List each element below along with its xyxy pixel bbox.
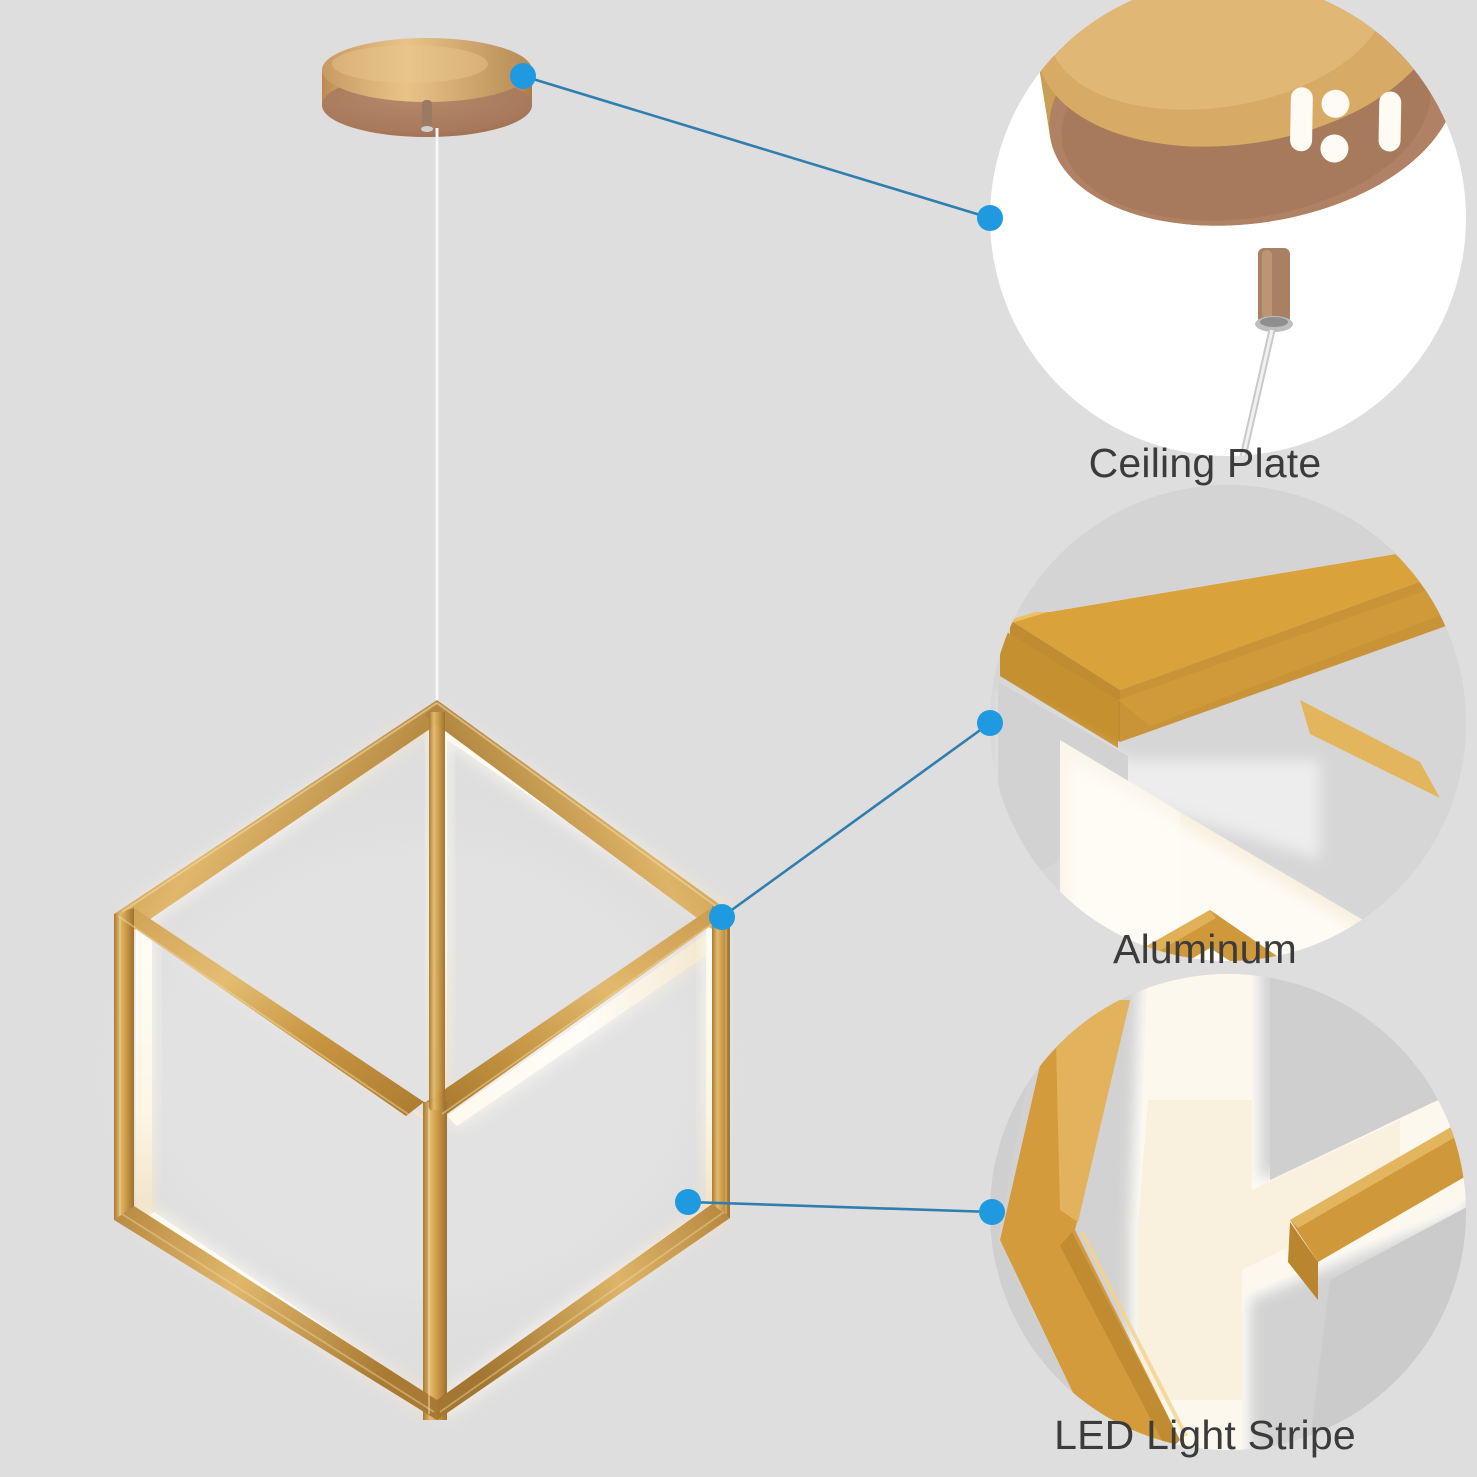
- cube-bar-vert-left: [114, 908, 134, 1220]
- connector-dot-ceiling-plate-target: [977, 205, 1003, 231]
- connector-line-ceiling-plate: [522, 74, 991, 220]
- connector-dot-led-light-stripe-anchor: [675, 1189, 701, 1215]
- callout-label-ceiling-plate: Ceiling Plate: [1088, 440, 1322, 486]
- cube-bar-top-right: [425, 700, 730, 929]
- cube-bar-vert-inner: [429, 712, 445, 1110]
- connector-dot-ceiling-plate-anchor: [510, 63, 536, 89]
- callout-circle-led-light-stripe: [990, 974, 1466, 1450]
- callout-label-led-light-stripe: LED Light Stripe: [1054, 1412, 1356, 1458]
- cube-bar-mid-right: [426, 906, 730, 1116]
- cube-pendant-light: [114, 700, 730, 1420]
- callout-label-aluminum: Aluminum: [1113, 926, 1297, 972]
- cube-bar-bottom-left: [114, 1206, 437, 1420]
- cube-bar-vert-right: [712, 906, 730, 1218]
- callout-circle-ceiling-plate: [990, 0, 1466, 456]
- cube-bar-bottom-right: [437, 1204, 730, 1420]
- connector-line-aluminum: [721, 721, 991, 919]
- connector-dot-led-light-stripe-target: [979, 1199, 1005, 1225]
- ceiling-plate-part: [322, 38, 532, 137]
- callout-connectors: [510, 63, 1005, 1225]
- cube-bar-mid-left: [114, 908, 424, 1116]
- connector-dot-aluminum-anchor: [709, 904, 735, 930]
- cube-bar-top-left: [114, 700, 449, 930]
- callout-circle-aluminum: [990, 485, 1466, 961]
- connector-line-led-light-stripe: [687, 1200, 993, 1214]
- cube-bar-vert-center: [423, 1102, 447, 1420]
- connector-dot-aluminum-target: [977, 710, 1003, 736]
